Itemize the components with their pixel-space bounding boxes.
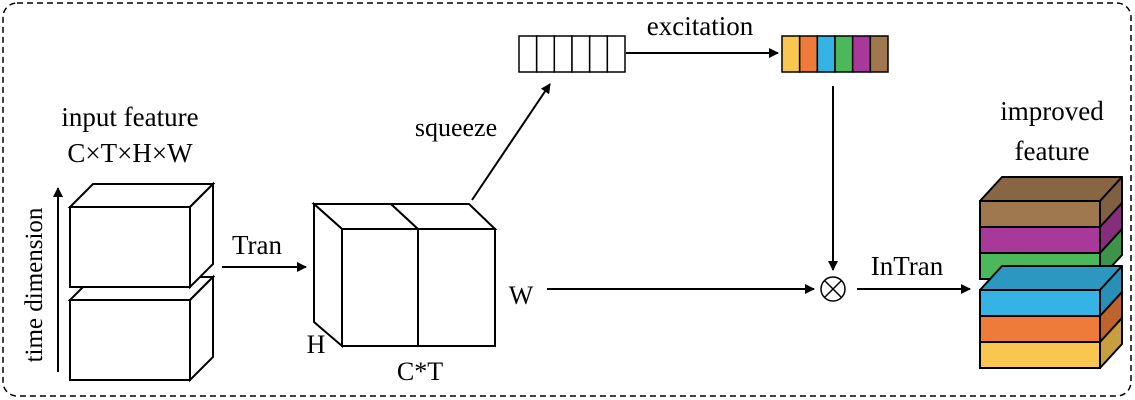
squeeze-cell [588,35,609,73]
w-dimension-label: W [509,281,534,310]
improved-feature-layer [979,265,1123,317]
ct-dimension-label: C*T [397,357,443,386]
improved-feature-label-line2: feature [1015,136,1090,166]
excitation-cell [851,35,872,73]
excitation-cell [798,35,819,73]
input-dims-label: C×T×H×W [67,138,193,168]
improved-feature-stack [979,176,1123,369]
squeeze-label: squeeze [415,113,497,142]
h-dimension-label: H [307,330,326,359]
excitation-cell [834,35,854,73]
tran-label: Tran [232,230,283,260]
input-feature-label: input feature [61,102,198,132]
squeeze-arrow [471,83,551,201]
input-feature-block-upper [67,181,216,290]
excitation-vector [781,35,889,73]
improved-feature-label-line1: improved [1000,96,1104,126]
improved-feature-layer [979,291,1123,343]
excitation-cell [781,35,801,73]
excitation-cell [869,35,889,73]
excitation-label: excitation [647,11,754,41]
time-dimension-label: time dimension [21,207,48,362]
squeeze-vector [518,35,626,73]
intran-label: InTran [871,251,944,281]
improved-feature-layer [979,317,1123,369]
squeeze-cell [518,35,538,73]
transposed-feature-block [311,201,498,349]
input-feature-stack [67,181,216,383]
squeeze-cell [571,35,591,73]
squeeze-cell [553,35,573,73]
squeeze-cell [606,35,626,73]
improved-feature-layer [979,176,1123,228]
squeeze-cell [535,35,556,73]
excitation-cell [816,35,836,73]
multiply-operator-icon [820,276,846,302]
input-feature-block-lower [67,274,216,383]
